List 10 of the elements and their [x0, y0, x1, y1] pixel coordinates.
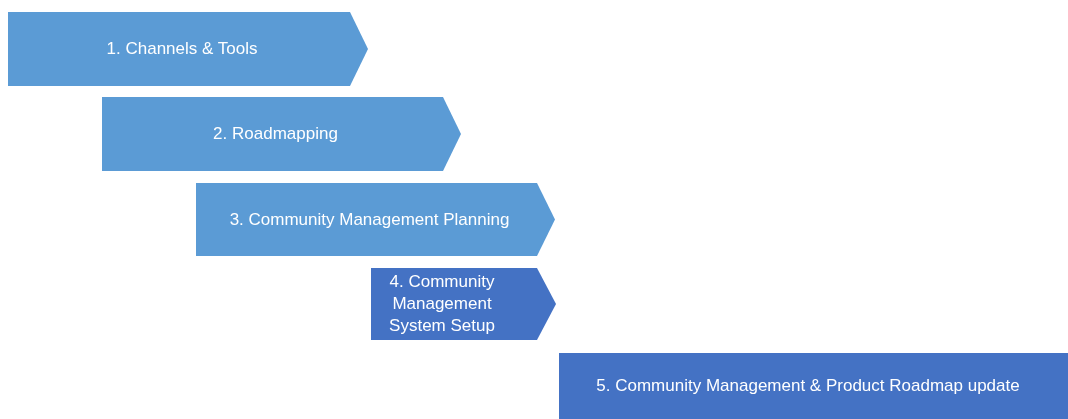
process-step	[102, 97, 461, 171]
step-label: 5. Community Management & Product Roadmap update	[596, 375, 1020, 397]
step-label: 1. Channels & Tools	[106, 38, 258, 60]
process-step	[559, 353, 1068, 419]
step-label: 3. Community Management Planning	[229, 208, 510, 231]
process-step	[8, 12, 368, 86]
process-step	[371, 268, 556, 340]
process-step	[196, 183, 555, 256]
step-label: 4. Community Management System Setup	[388, 271, 496, 337]
step-label: 2. Roadmapping	[213, 123, 338, 145]
